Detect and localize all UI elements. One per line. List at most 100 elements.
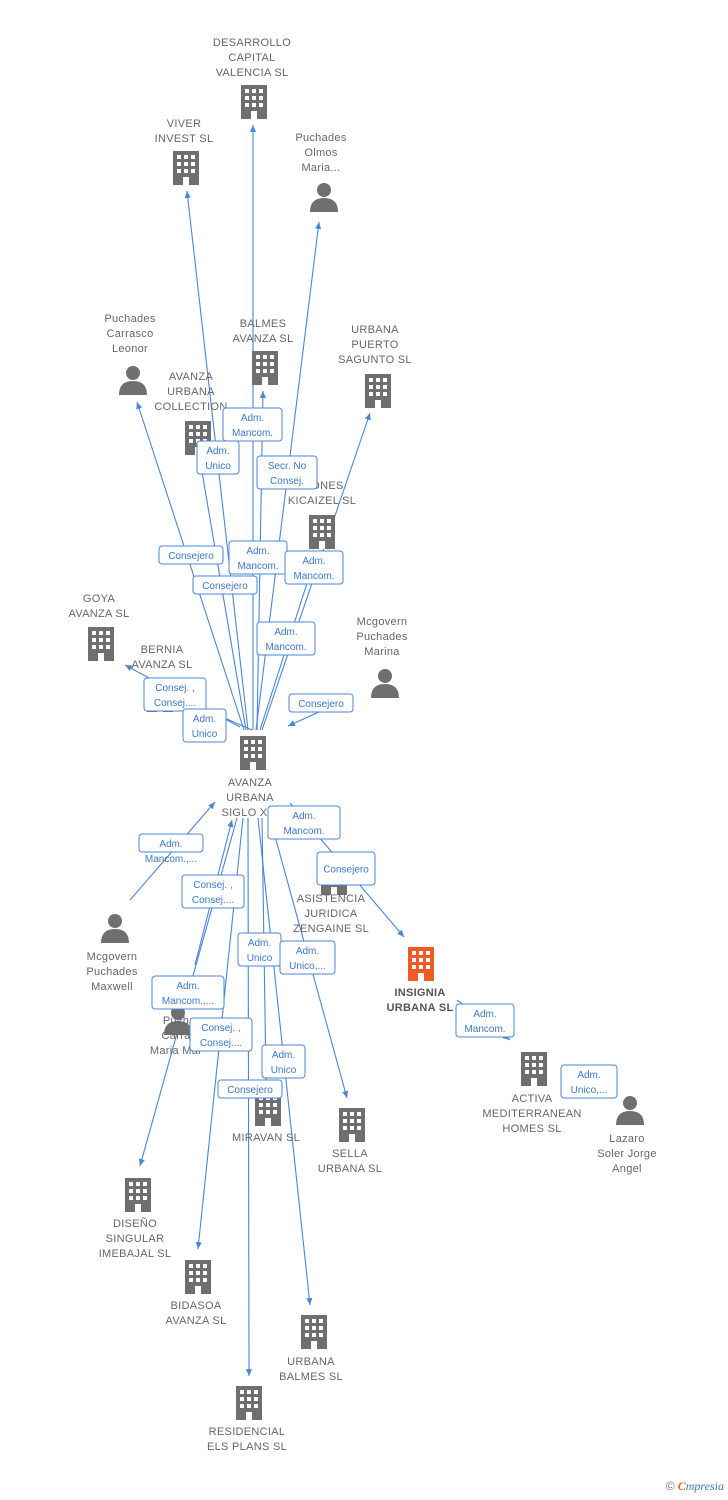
relation-label[interactable]: Consejero (217, 1079, 283, 1099)
relation-label[interactable]: Consejero (316, 851, 376, 886)
relation-label[interactable]: Consej. ,Consej.... (143, 677, 207, 712)
node-label: MEDITERRANEAN (482, 1108, 581, 1120)
relation-label-box (181, 874, 245, 909)
relation-label[interactable]: Consejero (192, 575, 258, 595)
relation-label[interactable]: Consej. ,Consej.... (181, 874, 245, 909)
node-label: Leonor (112, 343, 148, 355)
person-icon (101, 914, 129, 943)
relation-label[interactable]: Adm.Unico (261, 1044, 306, 1079)
node-label: ASISTENCIA (297, 893, 366, 905)
person-icon (310, 183, 338, 212)
building-icon (301, 1315, 327, 1349)
relation-label-text: Consejero (202, 581, 248, 592)
relation-label-text: Adm. (577, 1070, 600, 1081)
node-label: URBANA (226, 792, 274, 804)
node-label: INVEST SL (155, 133, 214, 145)
building-icon (240, 736, 266, 770)
relation-label[interactable]: Adm.Mancom.,... (138, 833, 204, 865)
relation-label[interactable]: Adm.Mancom. (455, 1003, 515, 1038)
building-icon (521, 1052, 547, 1086)
relation-label[interactable]: Adm.Unico,... (279, 940, 336, 975)
node-label: MIRAVAN SL (232, 1132, 300, 1144)
building-icon (173, 151, 199, 185)
relation-label[interactable]: Consejero (288, 693, 354, 713)
company-node-asistencia[interactable]: ASISTENCIA JURIDICA ZENGAINE SL (293, 861, 369, 935)
node-label: SELLA (332, 1148, 368, 1160)
relation-label[interactable]: Adm.Mancom. (284, 550, 344, 585)
relation-label-box (182, 708, 227, 743)
node-label: URBANA (167, 386, 215, 398)
node-label: IMEBAJAL SL (99, 1248, 172, 1260)
node-label: ZENGAINE SL (293, 923, 369, 935)
node-label: BERNIA (141, 644, 184, 656)
relation-label-text: Mancom.,... (162, 996, 214, 1007)
building-icon (236, 1386, 262, 1420)
relation-label[interactable]: Adm.Unico (237, 932, 282, 967)
relation-label-box (158, 545, 224, 565)
relation-label-box (217, 1079, 283, 1099)
relation-label-text: Adm. (302, 556, 325, 567)
relation-label[interactable]: Consejero (158, 545, 224, 565)
node-label: Olmos (304, 147, 337, 159)
node-label: SIGLO XXI (221, 807, 278, 819)
relation-label-box (261, 1044, 306, 1079)
relation-label[interactable]: Adm.Unico (196, 440, 240, 475)
relation-label[interactable]: Adm.Mancom. (228, 540, 288, 575)
person-node-puchades-olmos[interactable]: PuchadesOlmosMaria... (295, 132, 347, 212)
relation-label[interactable]: Adm.Mancom. (267, 805, 341, 840)
node-label: DESARROLLO (213, 37, 291, 49)
building-icon (125, 1178, 151, 1212)
relation-label[interactable]: Adm.Mancom. (222, 407, 283, 442)
relation-label-text: Consejero (298, 699, 344, 710)
person-icon (119, 366, 147, 395)
node-label: URBANA SL (386, 1002, 453, 1014)
relation-label-box (189, 1017, 253, 1052)
relation-label[interactable]: Adm. Unico,... (560, 1064, 618, 1099)
relation-label-text: Adm. (206, 446, 229, 457)
relation-label-text: Consej. , (201, 1023, 240, 1034)
relation-label-box (192, 575, 258, 595)
relation-label[interactable]: Adm.Unico (182, 708, 227, 743)
relation-label[interactable]: Adm.Mancom.,... (151, 975, 225, 1010)
relation-label[interactable]: Adm.Mancom. (256, 621, 316, 656)
relation-label-text: Secr. No (268, 461, 307, 472)
relation-label-box (560, 1064, 618, 1099)
node-label: SINGULAR (106, 1233, 165, 1245)
company-node-miravan[interactable]: MIRAVAN SL (232, 1092, 300, 1144)
relation-label-box (316, 851, 376, 886)
node-label: JURIDICA (304, 908, 357, 920)
relation-label-text: Unico (271, 1065, 297, 1076)
relation-label-text: Adm. (246, 546, 269, 557)
relation-label-box (256, 455, 318, 490)
brand-logo-initial: C (677, 1479, 686, 1493)
node-label: Maxwell (91, 981, 133, 993)
relation-label-text: Unico,... (571, 1085, 608, 1096)
node-label: RESIDENCIAL (209, 1426, 286, 1438)
relation-label-text: Consej. , (155, 683, 194, 694)
relation-label-text: Adm. (193, 714, 216, 725)
relation-label[interactable]: Consej. ,Consej.... (189, 1017, 253, 1052)
